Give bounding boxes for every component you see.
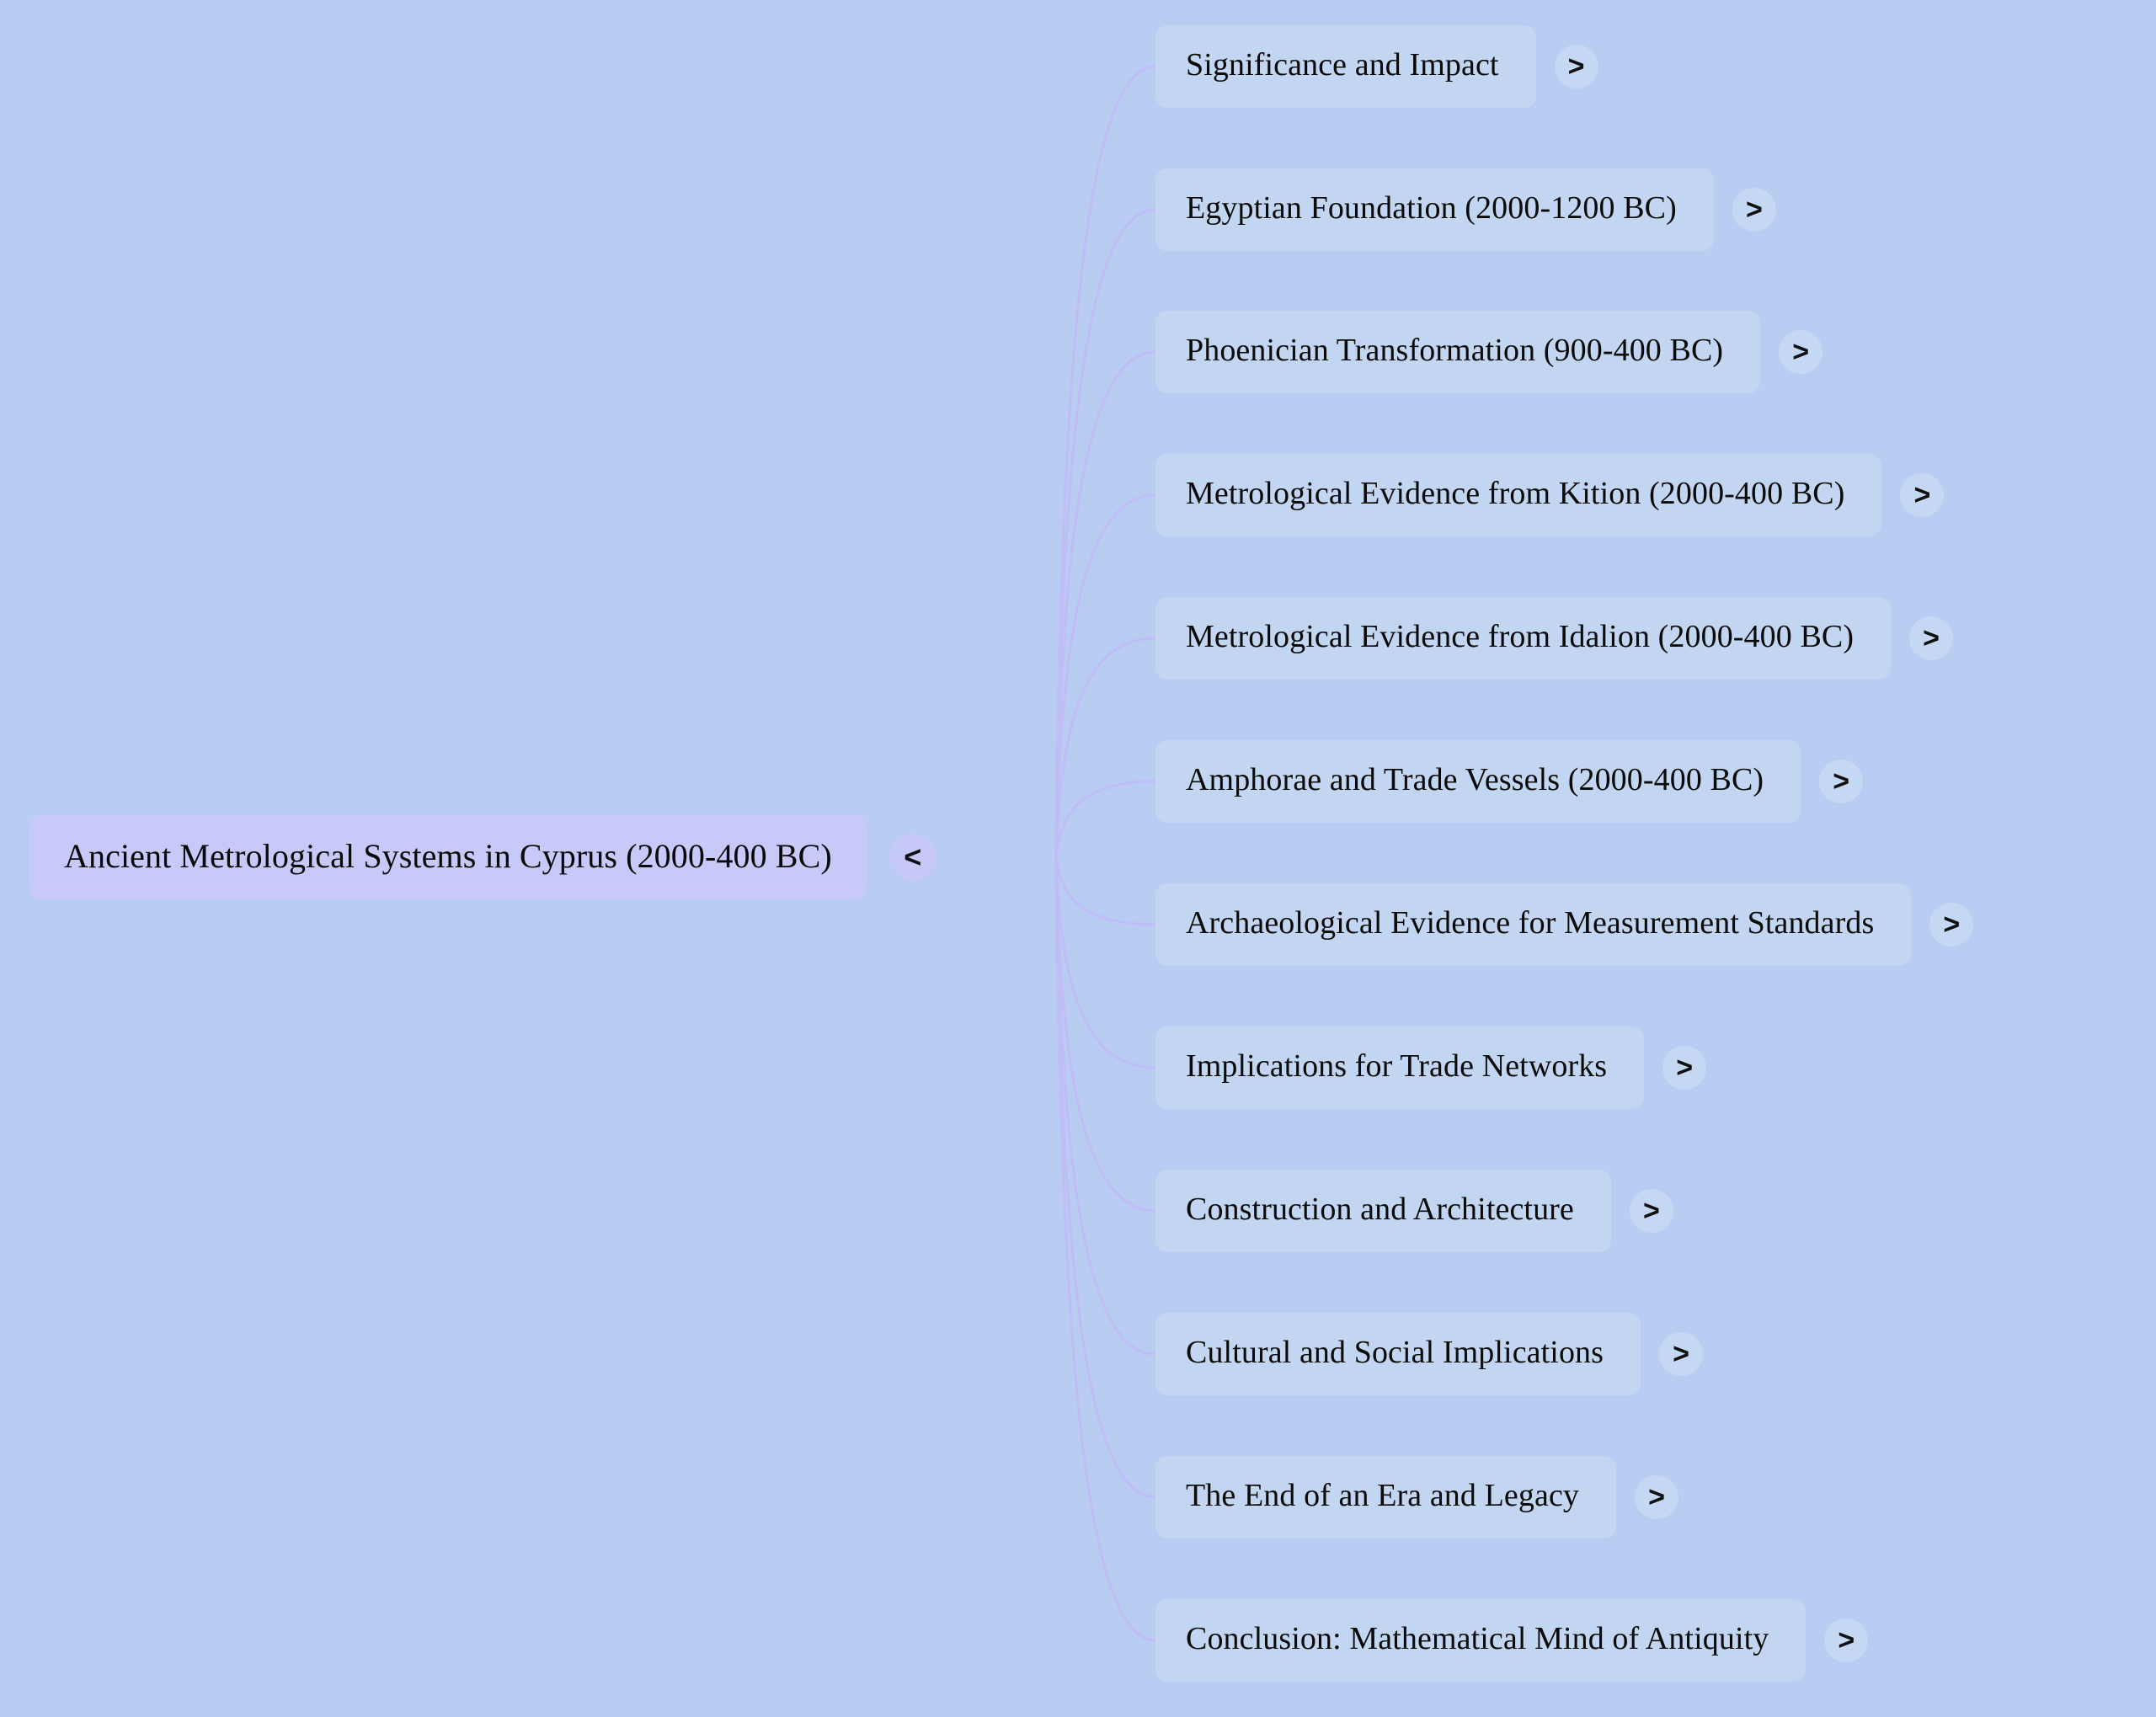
child-node-label: The End of an Era and Legacy bbox=[1186, 1478, 1580, 1513]
child-expand-toggle-icon[interactable]: > bbox=[1824, 1618, 1869, 1662]
child-node[interactable]: Construction and Architecture > bbox=[1155, 1170, 1673, 1252]
child-node-label: Cultural and Social Implications bbox=[1186, 1335, 1604, 1370]
child-node-label: Egyptian Foundation (2000-1200 BC) bbox=[1186, 190, 1677, 226]
child-node-box[interactable]: Archaeological Evidence for Measurement … bbox=[1155, 883, 1912, 966]
child-expand-toggle-icon[interactable]: > bbox=[1554, 44, 1598, 88]
mindmap-edge bbox=[1054, 493, 1157, 859]
mindmap-edge bbox=[1054, 65, 1157, 859]
child-node-box[interactable]: Metrological Evidence from Idalion (2000… bbox=[1155, 597, 1892, 680]
child-node-box[interactable]: Cultural and Social Implications bbox=[1155, 1313, 1641, 1395]
mindmap-edge bbox=[1054, 856, 1157, 1356]
child-node-box[interactable]: Construction and Architecture bbox=[1155, 1170, 1611, 1252]
child-expand-toggle-icon[interactable]: > bbox=[1929, 902, 1974, 946]
mindmap-edge bbox=[1054, 350, 1157, 859]
child-expand-toggle-icon[interactable]: > bbox=[1819, 759, 1864, 803]
child-node-box[interactable]: Phoenician Transformation (900-400 BC) bbox=[1155, 311, 1761, 393]
child-node-box[interactable]: Amphorae and Trade Vessels (2000-400 BC) bbox=[1155, 740, 1801, 823]
child-node-label: Metrological Evidence from Kition (2000-… bbox=[1186, 476, 1845, 511]
mindmap-edge bbox=[1054, 780, 1157, 859]
child-expand-toggle-icon[interactable]: > bbox=[1732, 187, 1776, 232]
child-node[interactable]: Amphorae and Trade Vessels (2000-400 BC)… bbox=[1155, 740, 1864, 823]
child-expand-toggle-icon[interactable]: > bbox=[1909, 616, 1954, 660]
child-node[interactable]: The End of an Era and Legacy > bbox=[1155, 1456, 1679, 1538]
child-node[interactable]: Metrological Evidence from Idalion (2000… bbox=[1155, 597, 1954, 680]
mindmap-edge bbox=[1054, 856, 1157, 926]
child-node[interactable]: Implications for Trade Networks > bbox=[1155, 1026, 1707, 1109]
mindmap-edge bbox=[1054, 856, 1157, 1499]
child-expand-toggle-icon[interactable]: > bbox=[1635, 1474, 1679, 1519]
child-node-label: Phoenician Transformation (900-400 BC) bbox=[1186, 333, 1724, 368]
child-node-box[interactable]: The End of an Era and Legacy bbox=[1155, 1456, 1617, 1538]
mindmap-edge bbox=[1054, 856, 1157, 1642]
mindmap-edge bbox=[1054, 856, 1157, 1069]
child-node-label: Amphorae and Trade Vessels (2000-400 BC) bbox=[1186, 762, 1764, 797]
mindmap-edge bbox=[1054, 856, 1157, 1213]
child-node-label: Significance and Impact bbox=[1186, 47, 1499, 83]
child-node-label: Metrological Evidence from Idalion (2000… bbox=[1186, 619, 1854, 654]
child-node-box[interactable]: Egyptian Foundation (2000-1200 BC) bbox=[1155, 168, 1714, 251]
child-node[interactable]: Egyptian Foundation (2000-1200 BC) > bbox=[1155, 168, 1776, 251]
child-node-label: Conclusion: Mathematical Mind of Antiqui… bbox=[1186, 1621, 1769, 1656]
child-node-box[interactable]: Metrological Evidence from Kition (2000-… bbox=[1155, 454, 1882, 536]
child-node-label: Archaeological Evidence for Measurement … bbox=[1186, 905, 1875, 941]
child-node-label: Implications for Trade Networks bbox=[1186, 1048, 1608, 1084]
child-node-box[interactable]: Significance and Impact bbox=[1155, 25, 1536, 108]
child-node-box[interactable]: Conclusion: Mathematical Mind of Antiqui… bbox=[1155, 1599, 1806, 1682]
mindmap-edge bbox=[1054, 208, 1157, 859]
root-collapse-toggle-icon[interactable]: < bbox=[889, 834, 937, 881]
mindmap-edge bbox=[1054, 637, 1157, 859]
child-node[interactable]: Metrological Evidence from Kition (2000-… bbox=[1155, 454, 1945, 536]
child-expand-toggle-icon[interactable]: > bbox=[1779, 329, 1823, 374]
child-node[interactable]: Phoenician Transformation (900-400 BC) > bbox=[1155, 311, 1823, 393]
child-expand-toggle-icon[interactable]: > bbox=[1900, 472, 1945, 517]
child-node-box[interactable]: Implications for Trade Networks bbox=[1155, 1026, 1645, 1109]
child-node[interactable]: Significance and Impact > bbox=[1155, 25, 1598, 108]
child-node[interactable]: Archaeological Evidence for Measurement … bbox=[1155, 883, 1974, 966]
child-expand-toggle-icon[interactable]: > bbox=[1659, 1331, 1704, 1376]
root-node-label: Ancient Metrological Systems in Cyprus (… bbox=[64, 837, 832, 875]
child-node-label: Construction and Architecture bbox=[1186, 1192, 1574, 1227]
root-node[interactable]: Ancient Metrological Systems in Cyprus (… bbox=[29, 815, 937, 899]
child-expand-toggle-icon[interactable]: > bbox=[1662, 1045, 1707, 1090]
child-expand-toggle-icon[interactable]: > bbox=[1629, 1188, 1673, 1233]
child-node[interactable]: Conclusion: Mathematical Mind of Antiqui… bbox=[1155, 1599, 1869, 1682]
root-node-box[interactable]: Ancient Metrological Systems in Cyprus (… bbox=[29, 815, 867, 899]
child-node[interactable]: Cultural and Social Implications > bbox=[1155, 1313, 1704, 1395]
